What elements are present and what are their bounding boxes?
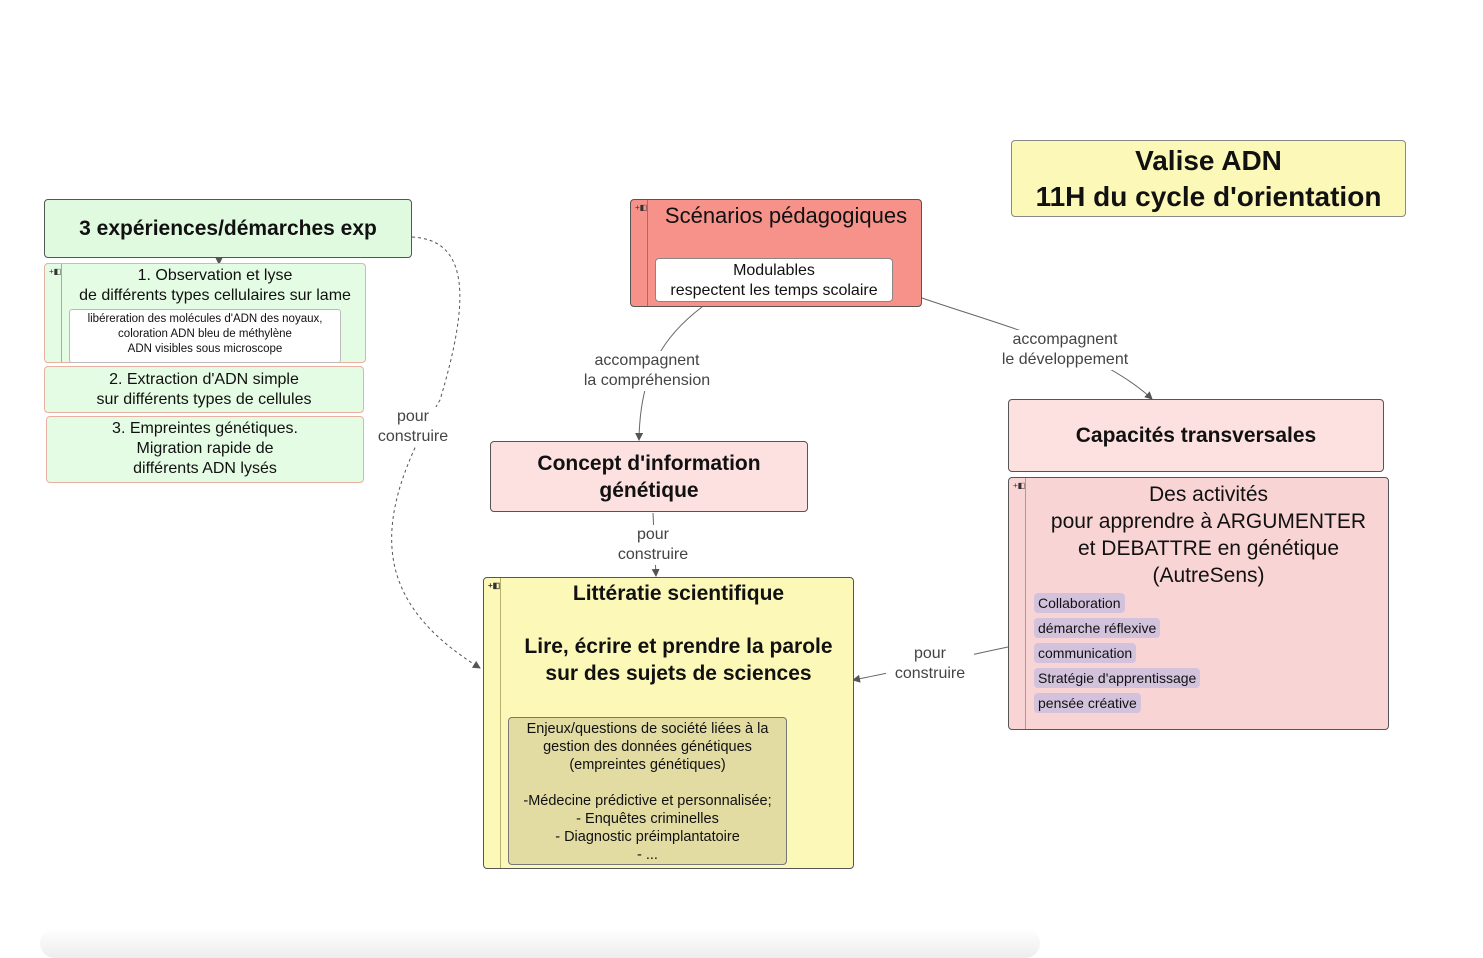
expand-icon: +◧ xyxy=(49,267,62,276)
experience-3-line2: Migration rapide de xyxy=(136,440,274,457)
concept-line1: Concept d'information xyxy=(537,452,761,475)
activites-line3: et DEBATTRE en génétique xyxy=(1077,537,1340,560)
link-label-pour-construire-center: pour construire xyxy=(608,525,698,565)
scenarios-note-line1: Modulables xyxy=(733,262,815,279)
activites-line1: Des activités xyxy=(1148,483,1269,506)
item-bar xyxy=(45,264,62,362)
link-label-pour-construire-left: pour construire xyxy=(368,407,458,447)
experience-item-2: 2. Extraction d'ADN simple sur différent… xyxy=(44,366,364,413)
activites-line4: (AutreSens) xyxy=(1152,564,1265,587)
note-line1: Enjeux/questions de société liées à la xyxy=(526,721,769,737)
skill-tag: démarche réflexive xyxy=(1034,618,1161,638)
skill-tag: Collaboration xyxy=(1034,593,1125,613)
note-line1: libéreration des molécules d'ADN des noy… xyxy=(87,313,323,325)
experience-1-line1: 1. Observation et lyse xyxy=(137,267,293,284)
experience-item-1: +◧ 1. Observation et lyse de différents … xyxy=(44,263,366,363)
experience-3-line1: 3. Empreintes génétiques. xyxy=(112,420,298,437)
expand-icon: +◧ xyxy=(635,203,648,212)
litteratie-title: Littératie scientifique xyxy=(572,582,785,605)
note-line5: - Enquêtes criminelles xyxy=(576,811,719,827)
link-label-line: pour xyxy=(913,645,947,662)
note-line7: - ... xyxy=(637,847,658,863)
link-label-accomp-comprehension: accompagnent la compréhension xyxy=(572,351,722,391)
experience-item-3: 3. Empreintes génétiques. Migration rapi… xyxy=(46,416,364,483)
experience-2-line2: sur différents types de cellules xyxy=(96,391,312,408)
concept-line2: génétique xyxy=(599,479,699,502)
skills-list: Collaboration démarche réflexive communi… xyxy=(1034,593,1388,713)
experience-1-note: libéreration des molécules d'ADN des noy… xyxy=(69,309,341,363)
link-label-line: la compréhension xyxy=(583,372,711,389)
skill-tag: pensée créative xyxy=(1034,693,1141,713)
concept-node: Concept d'information génétique xyxy=(490,441,808,512)
skill-tag: Stratégie d'apprentissage xyxy=(1034,668,1201,688)
experience-3-line3: différents ADN lysés xyxy=(133,460,277,477)
link-label-line: construire xyxy=(617,546,689,563)
litteratie-subtitle1: Lire, écrire et prendre la parole xyxy=(524,635,833,658)
experiences-header-label: 3 expériences/démarches exp xyxy=(79,217,377,240)
link-label-accomp-developpement: accompagnent le développement xyxy=(990,330,1140,370)
note-line6: - Diagnostic préimplantatoire xyxy=(555,829,740,845)
litteratie-note: Enjeux/questions de société liées à la g… xyxy=(508,717,787,865)
note-line3: ADN visibles sous microscope xyxy=(127,343,283,355)
link-label-line: construire xyxy=(377,428,449,445)
note-line2: coloration ADN bleu de méthylène xyxy=(118,328,292,340)
link-label-line: accompagnent xyxy=(1012,331,1118,348)
title-line1: Valise ADN xyxy=(1135,145,1282,176)
link-label-pour-construire-right: pour construire xyxy=(886,644,974,684)
note-line4: -Médecine prédictive et personnalisée; xyxy=(523,793,772,809)
link-label-line: construire xyxy=(894,665,966,682)
litteratie-node: +◧ Littératie scientifique Lire, écrire … xyxy=(483,577,854,869)
scenarios-note-line2: respectent les temps scolaire xyxy=(670,282,878,299)
capacites-node: Capacités transversales xyxy=(1008,399,1384,472)
link-label-line: accompagnent xyxy=(594,352,700,369)
link-label-line: pour xyxy=(396,408,430,425)
title-box: Valise ADN 11H du cycle d'orientation xyxy=(1011,140,1406,217)
scenarios-note: Modulables respectent les temps scolaire xyxy=(655,258,893,302)
experience-2-line1: 2. Extraction d'ADN simple xyxy=(109,371,299,388)
scenarios-header: Scénarios pédagogiques xyxy=(664,203,908,228)
item-bar xyxy=(631,200,648,306)
experiences-header: 3 expériences/démarches exp xyxy=(44,199,412,258)
expand-icon: +◧ xyxy=(488,581,501,590)
skill-tag: communication xyxy=(1034,643,1137,663)
title-line2: 11H du cycle d'orientation xyxy=(1035,181,1382,212)
link-label-line: le développement xyxy=(1001,351,1129,368)
link-experiences-litteratie xyxy=(391,236,481,669)
scenarios-node: +◧ Scénarios pédagogiques Modulables res… xyxy=(630,199,922,307)
expand-icon: +◧ xyxy=(1013,481,1026,490)
litteratie-subtitle2: sur des sujets de sciences xyxy=(545,662,812,685)
item-bar xyxy=(484,578,501,868)
experience-1-line2: de différents types cellulaires sur lame xyxy=(79,287,351,304)
capacites-header: Capacités transversales xyxy=(1075,424,1317,447)
note-line3: (empreintes génétiques) xyxy=(569,757,726,773)
item-bar xyxy=(1009,478,1026,729)
activites-node: +◧ Des activités pour apprendre à ARGUME… xyxy=(1008,477,1389,730)
link-label-line: pour xyxy=(636,526,670,543)
note-line2: gestion des données génétiques xyxy=(543,739,752,755)
activites-line2: pour apprendre à ARGUMENTER xyxy=(1050,510,1367,533)
page-shadow xyxy=(40,928,1040,958)
